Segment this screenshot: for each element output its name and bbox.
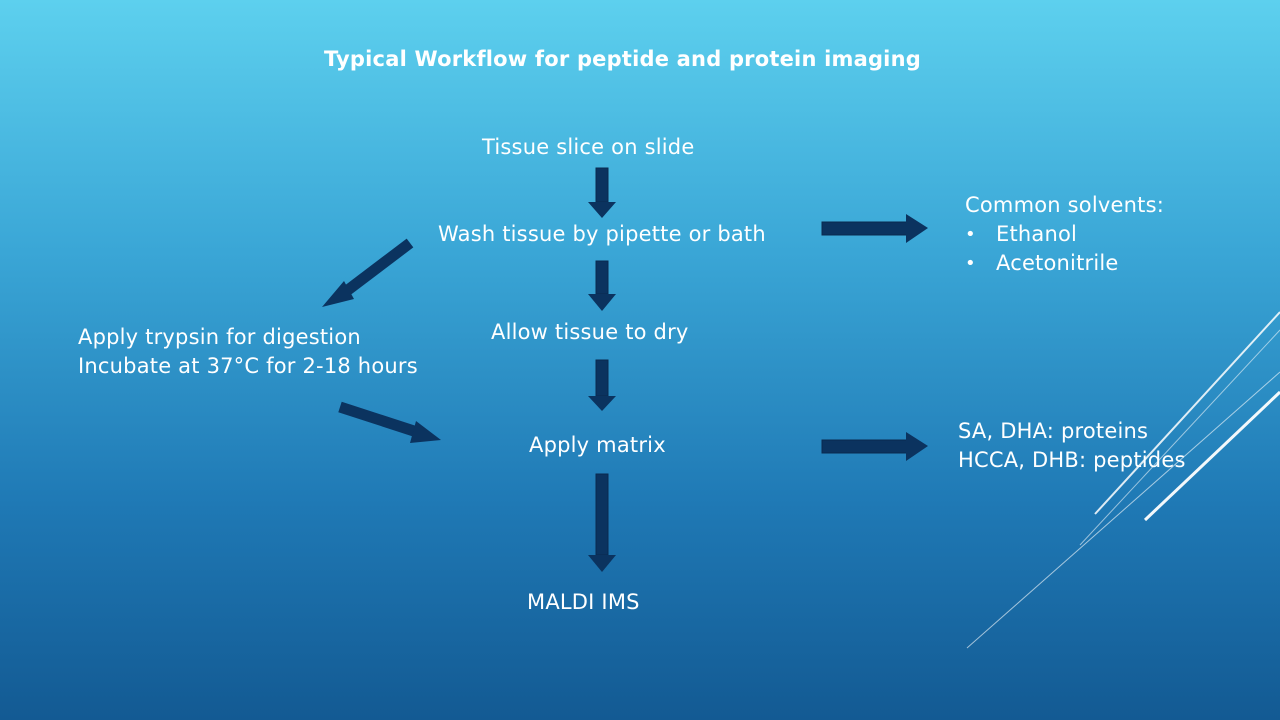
arrow-matrix-to-maldi xyxy=(588,473,616,572)
solvents-list: Ethanol Acetonitrile xyxy=(965,220,1164,278)
page-title: Typical Workflow for peptide and protein… xyxy=(324,47,921,71)
matrix-types-note: SA, DHA: proteins HCCA, DHB: peptides xyxy=(958,417,1186,475)
digestion-note: Apply trypsin for digestion Incubate at … xyxy=(78,323,418,381)
solvents-heading: Common solvents: xyxy=(965,193,1164,217)
arrow-digestion-to-matrix xyxy=(338,401,441,443)
arrow-wash-to-dry xyxy=(588,260,616,311)
arrow-slice-to-wash xyxy=(588,167,616,218)
step-matrix: Apply matrix xyxy=(529,433,666,457)
solvents-note: Common solvents: Ethanol Acetonitrile xyxy=(965,191,1164,278)
step-wash: Wash tissue by pipette or bath xyxy=(438,222,766,246)
digestion-line-2: Incubate at 37°C for 2-18 hours xyxy=(78,354,418,378)
step-maldi: MALDI IMS xyxy=(527,590,640,614)
matrix-types-line-2: HCCA, DHB: peptides xyxy=(958,448,1186,472)
step-dry: Allow tissue to dry xyxy=(491,320,689,344)
arrow-wash-to-digestion xyxy=(322,238,414,307)
accent-line-1 xyxy=(1094,311,1280,515)
solvent-item: Acetonitrile xyxy=(965,249,1164,278)
digestion-line-1: Apply trypsin for digestion xyxy=(78,325,361,349)
accent-line-2 xyxy=(1079,329,1280,546)
matrix-types-line-1: SA, DHA: proteins xyxy=(958,419,1149,443)
accent-line-3 xyxy=(1143,390,1280,522)
accent-line-4 xyxy=(966,371,1280,649)
arrow-wash-to-solvents xyxy=(821,214,928,243)
solvent-item: Ethanol xyxy=(965,220,1164,249)
arrow-dry-to-matrix xyxy=(588,359,616,411)
arrow-matrix-to-types xyxy=(821,432,928,461)
step-tissue-slice: Tissue slice on slide xyxy=(482,135,695,159)
